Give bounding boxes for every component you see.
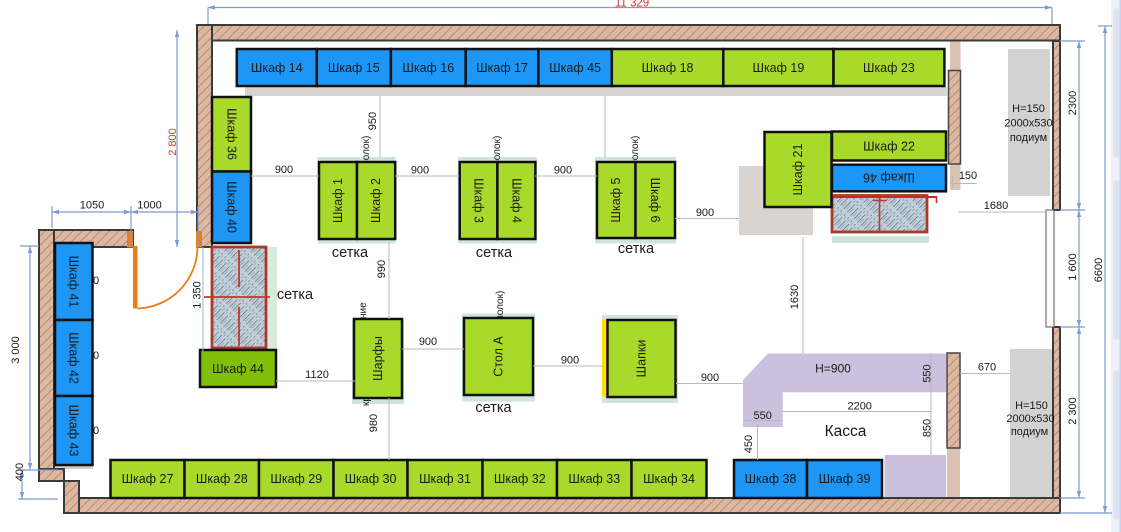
svg-text:1 600: 1 600 — [1067, 253, 1079, 281]
svg-text:H=900: H=900 — [815, 362, 851, 376]
svg-text:6600: 6600 — [1093, 258, 1105, 282]
svg-text:Шкаф 17: Шкаф 17 — [476, 61, 528, 75]
svg-text:900: 900 — [561, 355, 579, 367]
svg-text:550: 550 — [754, 410, 772, 422]
svg-text:(полок): (полок) — [495, 291, 506, 324]
svg-text:670: 670 — [978, 362, 996, 374]
svg-text:(полок): (полок) — [492, 136, 503, 169]
svg-text:150: 150 — [959, 170, 977, 182]
svg-text:2200: 2200 — [847, 401, 871, 413]
svg-text:Шкаф 38: Шкаф 38 — [745, 472, 797, 486]
svg-text:Шкаф 23: Шкаф 23 — [863, 61, 915, 75]
svg-text:1120: 1120 — [305, 369, 329, 381]
svg-text:Шкаф 2: Шкаф 2 — [369, 178, 383, 223]
svg-text:450: 450 — [743, 435, 755, 453]
svg-text:0: 0 — [93, 350, 99, 362]
svg-text:сетка: сетка — [277, 287, 314, 303]
svg-text:подиум: подиум — [1010, 132, 1047, 144]
svg-text:900: 900 — [275, 164, 293, 176]
svg-text:Шкаф 19: Шкаф 19 — [752, 61, 804, 75]
svg-text:Шкаф 42: Шкаф 42 — [67, 332, 81, 384]
svg-text:900: 900 — [701, 372, 719, 384]
svg-text:850: 850 — [921, 419, 933, 437]
svg-text:0: 0 — [93, 425, 99, 437]
svg-text:Шкаф 21: Шкаф 21 — [791, 144, 805, 196]
svg-text:Шкаф 46: Шкаф 46 — [863, 171, 915, 185]
svg-text:Шкаф 41: Шкаф 41 — [67, 256, 81, 308]
svg-text:Шкаф 31: Шкаф 31 — [419, 472, 471, 486]
svg-text:сетка: сетка — [332, 245, 369, 261]
svg-text:H=150: H=150 — [1015, 400, 1048, 412]
svg-text:1050: 1050 — [80, 200, 104, 212]
svg-text:3 000: 3 000 — [10, 336, 22, 364]
svg-text:Шкаф 4: Шкаф 4 — [510, 178, 524, 223]
svg-text:Стол А: Стол А — [492, 336, 506, 377]
svg-text:Шкаф 32: Шкаф 32 — [494, 472, 546, 486]
svg-text:Шкаф 39: Шкаф 39 — [819, 472, 871, 486]
svg-text:2 800: 2 800 — [167, 128, 179, 156]
svg-text:Шкаф 22: Шкаф 22 — [863, 140, 915, 154]
svg-text:1630: 1630 — [789, 285, 801, 309]
svg-text:2 300: 2 300 — [1067, 397, 1079, 425]
svg-text:2300: 2300 — [1067, 91, 1079, 115]
svg-text:подиум: подиум — [1011, 426, 1048, 438]
svg-text:950: 950 — [367, 112, 379, 130]
svg-text:Шкаф 30: Шкаф 30 — [345, 472, 397, 486]
svg-text:Шкаф 29: Шкаф 29 — [270, 472, 322, 486]
svg-text:1 350: 1 350 — [192, 281, 204, 309]
svg-text:900: 900 — [696, 207, 714, 219]
svg-text:Шкаф 6: Шкаф 6 — [648, 178, 662, 223]
svg-text:Шкаф 27: Шкаф 27 — [122, 472, 174, 486]
svg-text:Шарфы: Шарфы — [371, 336, 385, 381]
svg-text:550: 550 — [921, 364, 933, 382]
svg-text:Шкаф 34: Шкаф 34 — [643, 472, 695, 486]
svg-text:980: 980 — [368, 414, 380, 432]
svg-text:(полок): (полок) — [630, 136, 641, 169]
svg-text:Шкаф 43: Шкаф 43 — [67, 405, 81, 457]
svg-text:Шкаф 1: Шкаф 1 — [331, 178, 345, 223]
svg-text:сетка: сетка — [618, 241, 655, 257]
svg-text:Шкаф 18: Шкаф 18 — [642, 61, 694, 75]
svg-text:ние: ние — [358, 302, 369, 319]
svg-text:Шкаф 33: Шкаф 33 — [568, 472, 620, 486]
svg-text:сетка: сетка — [475, 400, 512, 416]
svg-text:0: 0 — [93, 275, 99, 287]
svg-text:990: 990 — [376, 260, 388, 278]
svg-text:Шкаф 16: Шкаф 16 — [402, 61, 454, 75]
svg-text:1000: 1000 — [137, 200, 161, 212]
svg-text:11 329: 11 329 — [615, 0, 649, 10]
svg-text:сетка: сетка — [476, 245, 513, 261]
svg-text:Шкаф 3: Шкаф 3 — [472, 178, 486, 223]
svg-text:Шкаф 36: Шкаф 36 — [225, 108, 239, 160]
svg-text:1680: 1680 — [984, 200, 1008, 212]
svg-text:900: 900 — [411, 165, 429, 177]
svg-text:2000x530: 2000x530 — [1006, 413, 1054, 425]
svg-text:Шкаф 28: Шкаф 28 — [196, 472, 248, 486]
svg-text:Шапки: Шапки — [635, 340, 649, 378]
svg-text:400: 400 — [14, 463, 26, 481]
svg-text:Шкаф 15: Шкаф 15 — [328, 61, 380, 75]
svg-text:Шкаф 45: Шкаф 45 — [549, 61, 601, 75]
svg-text:Шкаф 44: Шкаф 44 — [212, 362, 264, 376]
svg-text:2000x530: 2000x530 — [1004, 118, 1052, 130]
svg-text:Шкаф 5: Шкаф 5 — [609, 178, 623, 223]
svg-text:Шкаф 14: Шкаф 14 — [251, 61, 303, 75]
svg-text:Касса: Касса — [825, 423, 867, 440]
svg-text:кр: кр — [361, 396, 372, 406]
svg-text:H=150: H=150 — [1012, 103, 1045, 115]
svg-text:900: 900 — [554, 165, 572, 177]
svg-text:(полок): (полок) — [361, 136, 372, 169]
svg-text:Шкаф 40: Шкаф 40 — [225, 181, 239, 233]
svg-text:900: 900 — [419, 336, 437, 348]
